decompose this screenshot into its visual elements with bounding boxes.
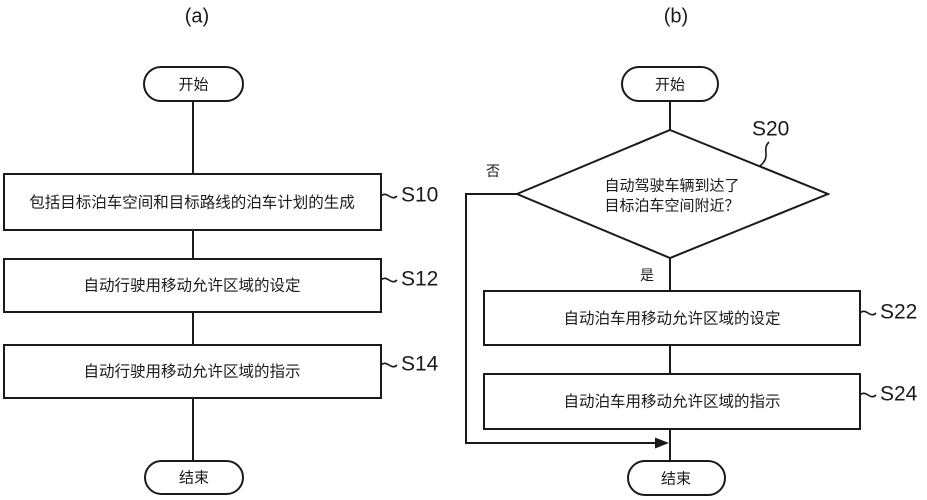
node-a-s10[interactable]: 包括目标泊车空间和目标路线的泊车计划的生成 — [3, 173, 382, 231]
step-label-s20: S20 — [752, 118, 789, 141]
arrowhead-no-branch — [655, 437, 669, 449]
node-b-end[interactable]: 结束 — [627, 460, 726, 496]
node-b-s22[interactable]: 自动泊车用移动允许区域的设定 — [483, 290, 861, 346]
leader-s22 — [859, 310, 877, 316]
panel-a-label: (a) — [185, 5, 209, 27]
a-end-shape — [144, 460, 244, 495]
node-a-end[interactable]: 结束 — [144, 460, 244, 495]
b-start-label: 开始 — [655, 76, 685, 94]
b-s22-label: 自动泊车用移动允许区域的设定 — [563, 310, 780, 328]
a-end-label: 结束 — [179, 469, 209, 487]
step-label-s24: S24 — [880, 383, 918, 406]
a-s12-shape — [3, 258, 382, 313]
step-label-s22: S22 — [880, 301, 917, 324]
panel-b-label: (b) — [664, 5, 688, 27]
step-label-s14: S14 — [401, 353, 439, 376]
a-start-shape — [143, 66, 244, 102]
a-s10-label: 包括目标泊车空间和目标路线的泊车计划的生成 — [29, 194, 355, 212]
b-s20-shape — [514, 128, 831, 260]
leader-s20 — [759, 141, 770, 167]
panel-a: (a) 开始 包括目标泊车空间和目标路线的泊车计划的生成 S10 — [3, 5, 439, 495]
a-s14-shape — [3, 344, 382, 399]
b-end-label: 结束 — [661, 470, 691, 488]
leader-s10 — [380, 193, 398, 199]
node-a-s12[interactable]: 自动行驶用移动允许区域的设定 — [3, 258, 382, 313]
node-a-start[interactable]: 开始 — [143, 66, 244, 102]
connector-b-s20-no-bypass — [465, 193, 655, 444]
leader-s12 — [380, 277, 398, 283]
node-b-s20[interactable]: 自动驾驶车辆到达了 目标泊车空间附近？ — [514, 128, 831, 260]
branch-label-yes: 是 — [640, 268, 654, 284]
panel-b: (b) 开始 自动驾驶车辆到达了 目标泊车空间附近？ — [465, 5, 918, 496]
a-s12-label: 自动行驶用移动允许区域的设定 — [83, 277, 300, 295]
a-start-label: 开始 — [178, 76, 208, 94]
b-s24-shape — [483, 373, 861, 430]
b-s22-shape — [483, 290, 861, 346]
node-b-s24[interactable]: 自动泊车用移动允许区域的指示 — [483, 373, 861, 430]
a-s14-label: 自动行驶用移动允许区域的指示 — [83, 363, 300, 381]
b-s24-label: 自动泊车用移动允许区域的指示 — [563, 393, 780, 411]
step-label-s10: S10 — [401, 184, 438, 207]
a-s10-shape — [3, 173, 382, 231]
step-label-s12: S12 — [401, 268, 438, 291]
b-s20-label-line2: 目标泊车空间附近？ — [604, 197, 739, 215]
b-s20-label-line1: 自动驾驶车辆到达了 — [604, 177, 739, 195]
node-a-s14[interactable]: 自动行驶用移动允许区域的指示 — [3, 344, 382, 399]
leader-s14 — [380, 362, 398, 368]
branch-label-no: 否 — [486, 164, 500, 180]
node-b-start[interactable]: 开始 — [621, 66, 719, 102]
b-start-shape — [621, 66, 719, 102]
b-end-shape — [627, 460, 726, 496]
leader-s24 — [859, 392, 877, 398]
